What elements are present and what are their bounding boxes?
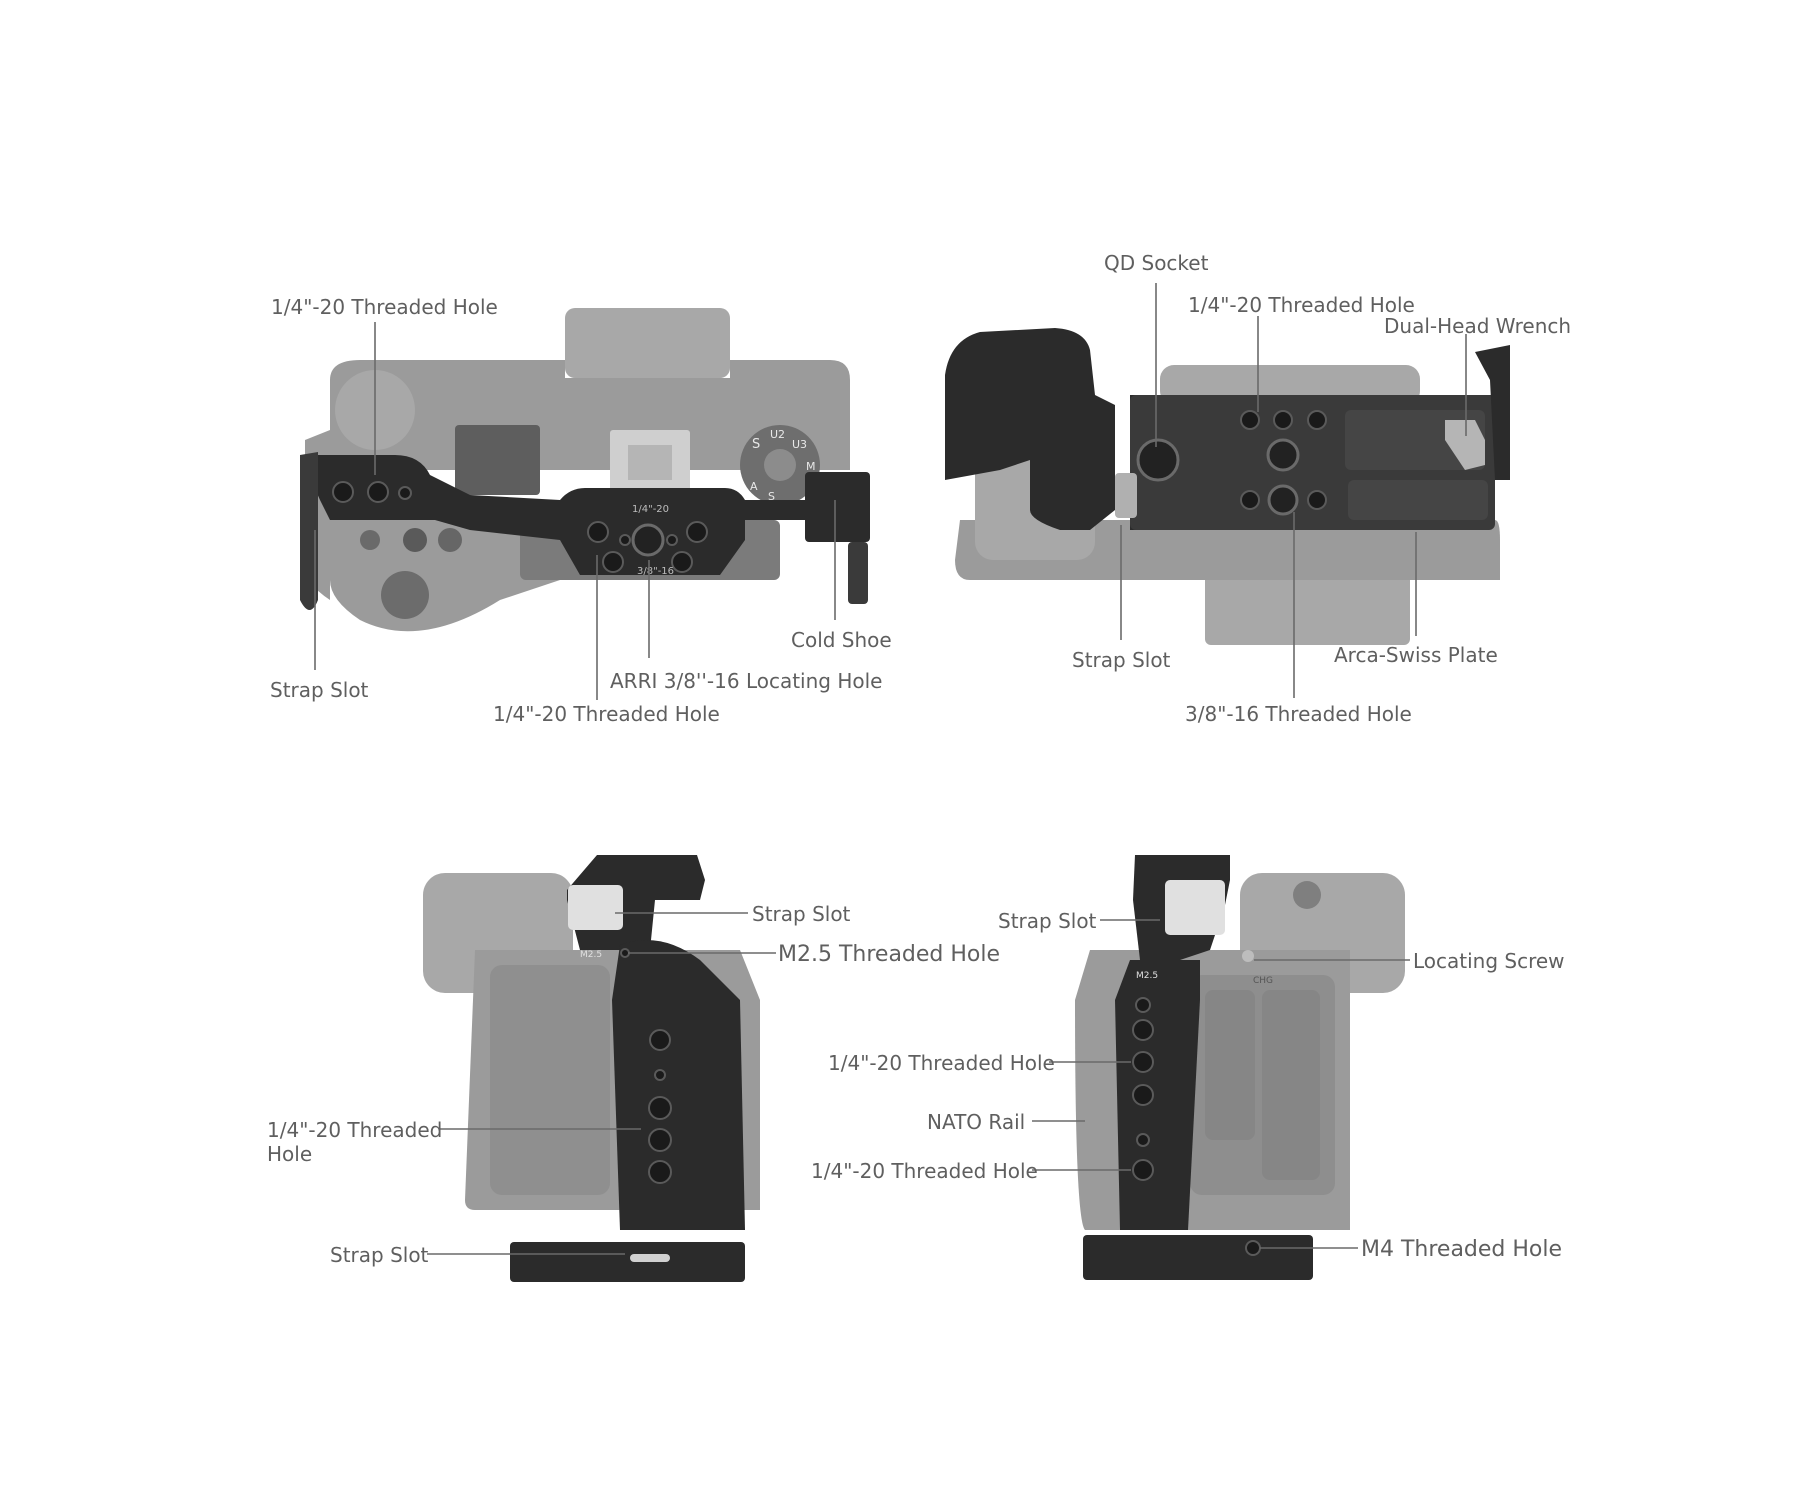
- label-left-strap-slot-top: Strap Slot: [752, 902, 851, 926]
- label-bottom-threaded-hole: 1/4"-20 Threaded Hole: [1188, 293, 1415, 317]
- dial-mark-u3: U3: [792, 438, 807, 451]
- label-right-strap-slot: Strap Slot: [998, 909, 1097, 933]
- label-bottom-wrench: Dual-Head Wrench: [1384, 314, 1571, 338]
- left-marking-m25: M2.5: [580, 950, 602, 960]
- dial-mark-u2: U2: [770, 428, 785, 441]
- label-left-m25: M2.5 Threaded Hole: [778, 942, 1000, 967]
- right-marking-chg: CHG: [1253, 976, 1273, 986]
- cage-right: M2.5 CHG: [1083, 855, 1313, 1280]
- dial-mark-m: M: [806, 460, 816, 473]
- label-right-m4: M4 Threaded Hole: [1361, 1237, 1562, 1262]
- label-left-strap-slot-bottom: Strap Slot: [330, 1243, 429, 1267]
- label-top-strap-slot: Strap Slot: [270, 678, 369, 702]
- cage-top: 1/4"-20 3/8"-16: [300, 452, 870, 610]
- label-left-threaded-line2: Hole: [267, 1142, 312, 1166]
- label-right-locating-screw: Locating Screw: [1413, 949, 1565, 973]
- cage-left: M2.5: [510, 855, 745, 1282]
- right-side-view: M2.5 CHG Strap Slot Locating Screw 1/4"-…: [811, 855, 1565, 1280]
- label-top-cold-shoe: Cold Shoe: [791, 628, 892, 652]
- label-left-threaded-line1: 1/4"-20 Threaded: [267, 1118, 442, 1142]
- plate-marking-bottom: 3/8"-16: [637, 566, 674, 577]
- mode-dial-markings: S U2 U3 M S A: [750, 428, 816, 503]
- bottom-view: QD Socket 1/4"-20 Threaded Hole Dual-Hea…: [945, 251, 1571, 726]
- top-view: S U2 U3 M S A 1/4"-20 3/8"-16: [270, 295, 892, 726]
- dial-mark-s1: S: [752, 437, 760, 452]
- dial-mark-a: A: [750, 480, 758, 493]
- label-bottom-threaded-hole-38: 3/8"-16 Threaded Hole: [1185, 702, 1412, 726]
- label-bottom-qd-socket: QD Socket: [1104, 251, 1209, 275]
- left-side-view: M2.5 Strap Slot M2.5 Threaded Hole 1/4"-…: [267, 855, 1000, 1282]
- plate-marking-top: 1/4"-20: [632, 504, 669, 515]
- label-bottom-arca: Arca-Swiss Plate: [1334, 643, 1498, 667]
- right-marking-m25: M2.5: [1136, 971, 1158, 981]
- label-right-nato-rail: NATO Rail: [927, 1110, 1025, 1134]
- label-top-threaded-hole-bottom: 1/4"-20 Threaded Hole: [493, 702, 720, 726]
- label-top-arri-hole: ARRI 3/8''-16 Locating Hole: [610, 669, 882, 693]
- label-right-threaded-lower: 1/4"-20 Threaded Hole: [811, 1159, 1038, 1183]
- label-right-threaded-upper: 1/4"-20 Threaded Hole: [828, 1051, 1055, 1075]
- dial-mark-s2: S: [768, 490, 775, 503]
- label-top-threaded-hole-top: 1/4"-20 Threaded Hole: [271, 295, 498, 319]
- label-bottom-strap-slot: Strap Slot: [1072, 648, 1171, 672]
- cage-bottom: [945, 328, 1510, 530]
